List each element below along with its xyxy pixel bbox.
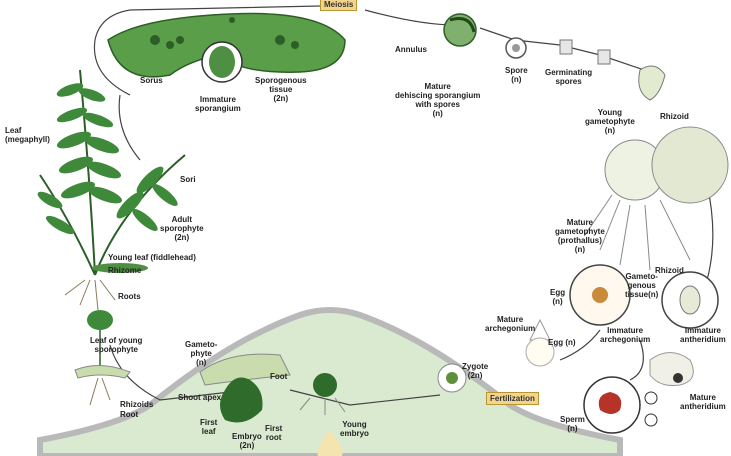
label-root: Root	[120, 410, 138, 419]
label-shoot-apex: Shoot apex	[178, 393, 221, 402]
label-immature-archegonium: Immature archegonium	[600, 326, 650, 344]
mature-antheridium-icon	[650, 353, 693, 386]
label-sperm: Sperm (n)	[560, 415, 585, 433]
meiosis-tag: Meiosis	[320, 0, 357, 11]
label-young-gametophyte: Young gametophyte (n)	[585, 108, 635, 135]
label-first-leaf: First leaf	[200, 418, 217, 436]
label-leaf-megaphyll: Leaf (megaphyll)	[5, 126, 50, 144]
label-egg-left: Egg (n)	[550, 288, 565, 306]
label-immature-antheridium: Immature antheridium	[680, 326, 726, 344]
label-roots: Roots	[118, 292, 141, 301]
label-young-embryo: Young embryo	[340, 420, 369, 438]
label-germinating-spores: Germinating spores	[545, 68, 592, 86]
label-rhizome: Rhizome	[108, 266, 141, 275]
fertilization-tag: Fertilization	[486, 392, 539, 405]
label-rhizoid-top: Rhizoid	[660, 112, 689, 121]
young-gametophyte-icon	[639, 66, 665, 100]
label-foot: Foot	[270, 372, 287, 381]
label-annulus: Annulus	[395, 45, 427, 54]
label-young-leaf: Young leaf (fiddlehead)	[108, 253, 196, 262]
label-sori: Sori	[180, 175, 196, 184]
germinating-spore-icon	[560, 40, 572, 54]
label-leaf-young-sporophyte: Leaf of young sporophyte	[90, 336, 142, 354]
label-mature-antheridium: Mature antheridium	[680, 393, 726, 411]
young-sporophyte-icon	[75, 310, 130, 405]
label-rhizoids: Rhizoids	[120, 400, 153, 409]
label-adult-sporophyte: Adult sporophyte (2n)	[160, 215, 204, 242]
label-rhizoid-right: Rhizoid	[655, 266, 684, 275]
label-gametophyte: Gameto- phyte (n)	[185, 340, 217, 367]
label-mature-archegonium: Mature archegonium	[485, 315, 535, 333]
label-sorus: Sorus	[140, 76, 163, 85]
label-zygote: Zygote (2n)	[462, 362, 488, 380]
label-spore: Spore (n)	[505, 66, 528, 84]
label-first-root: First root	[265, 424, 282, 442]
label-egg-right: Egg (n)	[548, 338, 576, 347]
label-gametogenous-tissue: Gameto- genous tissue(n)	[625, 272, 658, 299]
label-mature-gametophyte: Mature gametophyte (prothallus) (n)	[555, 218, 605, 254]
gametophyte-icon	[585, 127, 728, 270]
label-embryo: Embryo (2n)	[232, 432, 262, 450]
label-immature-sporangium: Immature sporangium	[195, 95, 241, 113]
label-mature-sporangium: Mature dehiscing sporangium with spores …	[395, 82, 480, 118]
label-sporogenous-tissue: Sporogenous tissue (2n)	[255, 76, 307, 103]
